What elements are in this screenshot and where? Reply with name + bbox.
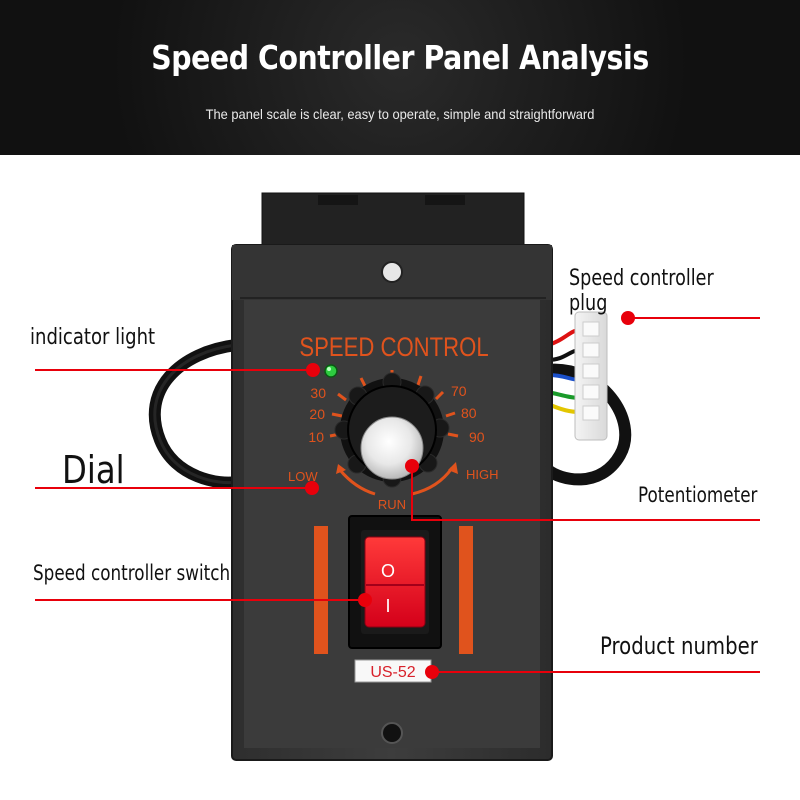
callout-indicator-light: indicator light <box>30 325 156 350</box>
plug-connector <box>574 311 608 441</box>
callout-product-number: Product number <box>600 632 758 660</box>
header-banner: Speed Controller Panel Analysis The pane… <box>0 0 800 155</box>
switch-off-mark: I <box>385 596 390 616</box>
scale-20: 20 <box>309 406 325 422</box>
callout-dots <box>305 311 635 679</box>
label-run: RUN <box>378 497 406 512</box>
scale-70: 70 <box>451 383 467 399</box>
callout-dial: Dial <box>62 448 125 492</box>
label-low: LOW <box>288 469 318 484</box>
callout-plug: Speed controller plug <box>569 266 714 316</box>
scale-90: 90 <box>469 429 485 445</box>
label-high: HIGH <box>466 467 499 482</box>
callout-potentiometer: Potentiometer <box>638 483 758 507</box>
callout-switch: Speed controller switch <box>33 561 231 585</box>
left-orange-bar <box>314 526 328 654</box>
cable-left <box>148 339 242 489</box>
model-label: US-52 <box>370 664 415 681</box>
scale-80: 80 <box>461 405 477 421</box>
product-illustration: SPEED CONTROL 30 20 10 70 80 90 LOW HIGH… <box>35 192 760 761</box>
scale-30: 30 <box>310 385 326 401</box>
bottom-screw-hole <box>381 722 403 744</box>
scale-10: 10 <box>308 429 324 445</box>
page-subtitle: The panel scale is clear, easy to operat… <box>205 106 595 122</box>
indicator-led <box>324 364 338 378</box>
top-screw-hole <box>381 261 403 283</box>
dial-knob <box>334 372 450 488</box>
panel-heading: SPEED CONTROL <box>299 333 488 363</box>
rocker-switch <box>348 515 442 649</box>
switch-on-mark: O <box>381 561 395 581</box>
page-title: Speed Controller Panel Analysis <box>151 38 649 77</box>
callout-lines <box>35 317 760 673</box>
right-orange-bar <box>459 526 473 654</box>
